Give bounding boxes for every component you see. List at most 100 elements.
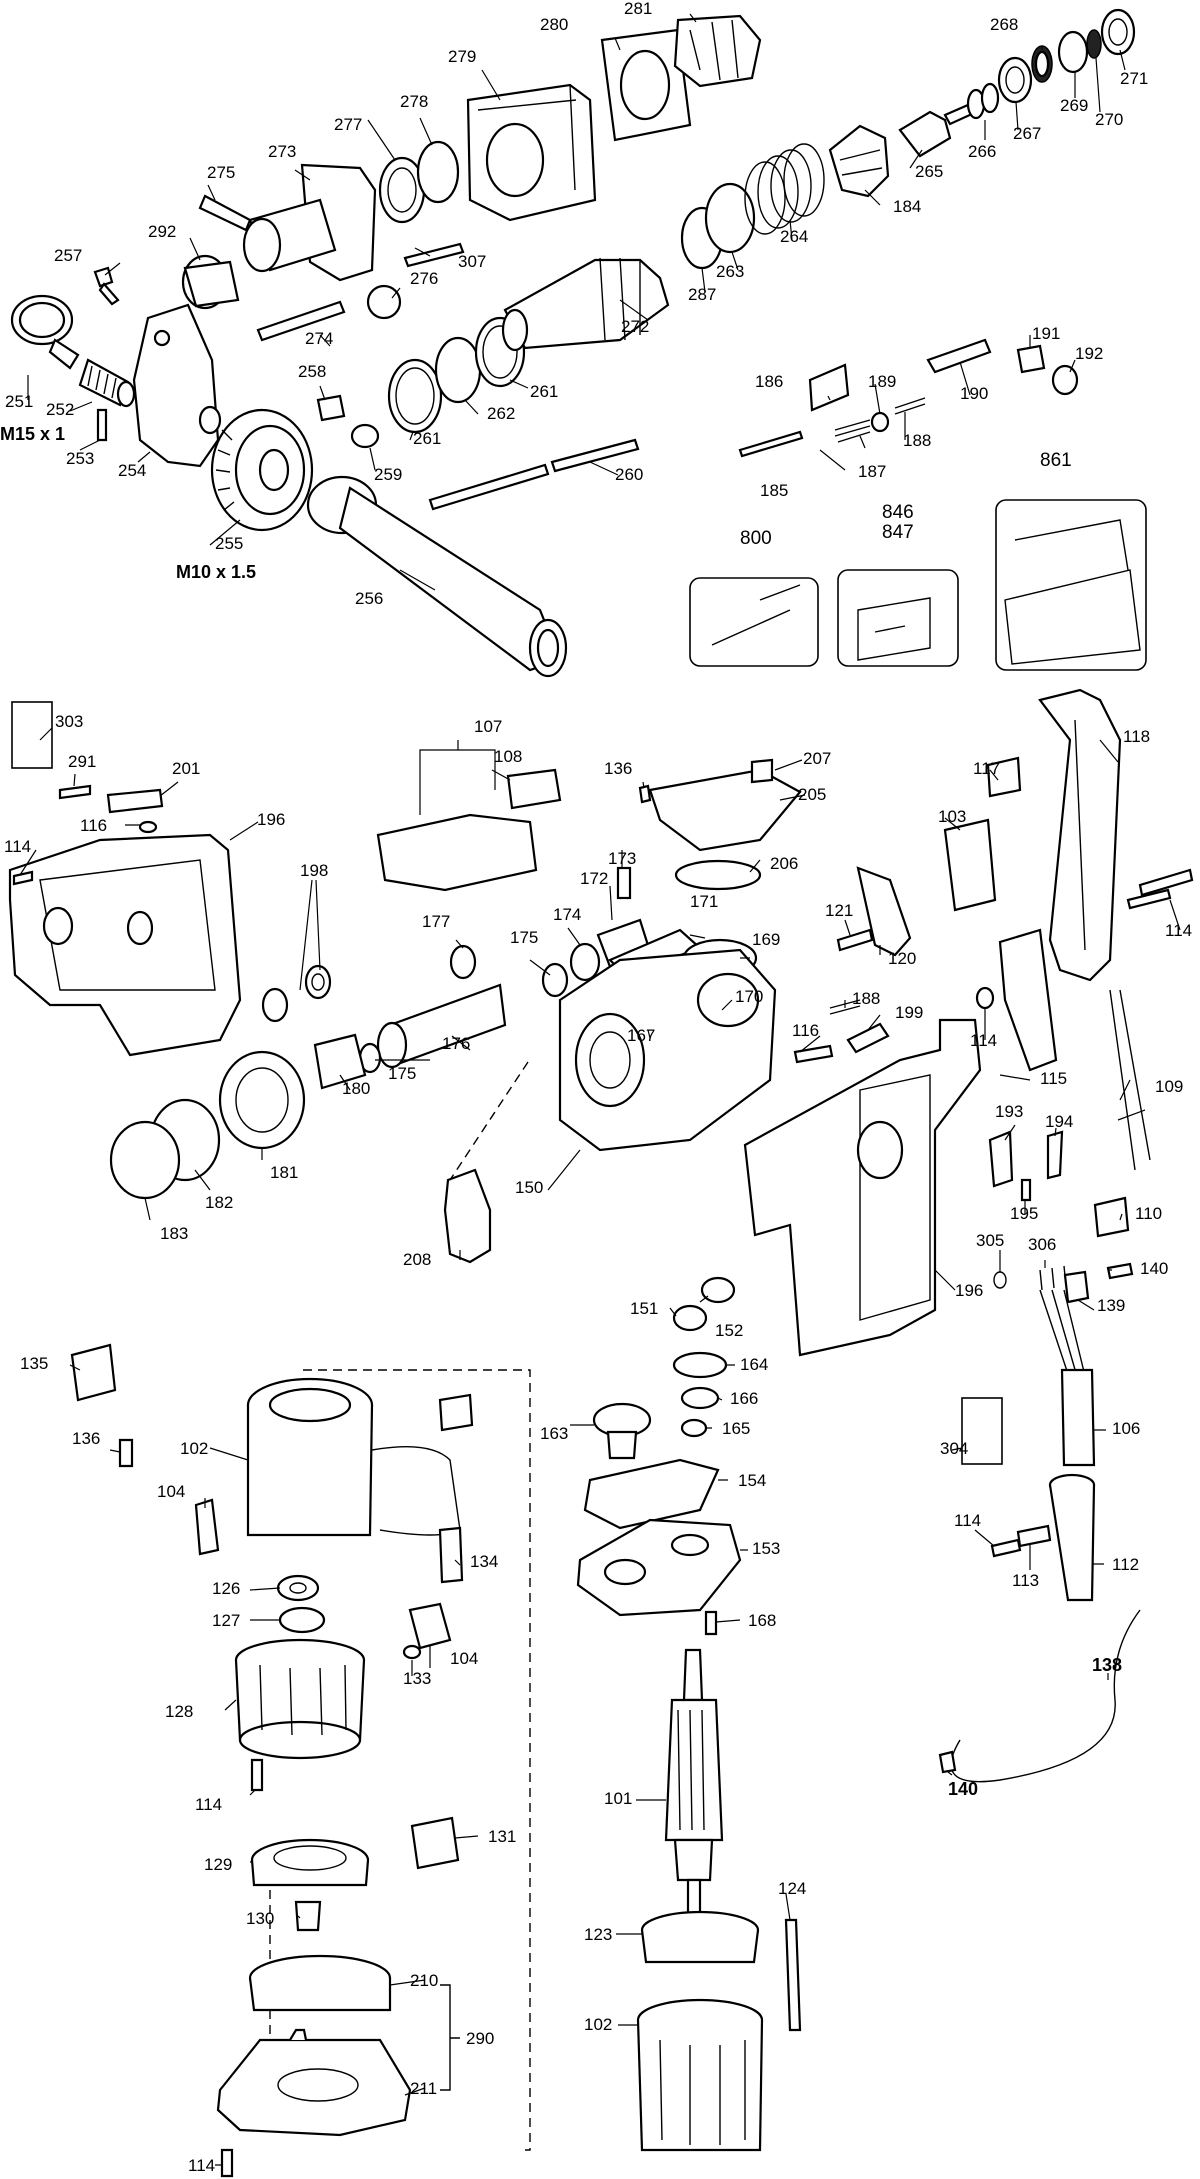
- callout-109: 109: [1155, 1077, 1184, 1096]
- callout-120: 120: [888, 949, 917, 968]
- callout-251: 251: [5, 392, 34, 411]
- callout-281: 281: [624, 0, 653, 18]
- callout-164: 164: [740, 1355, 769, 1374]
- part-138-ground-wire: [950, 1609, 1141, 1783]
- part-106-cord: [1060, 1368, 1096, 1467]
- callout-183: 183: [160, 1224, 189, 1243]
- part-291-screw: [58, 784, 92, 800]
- callout-107: 107: [474, 717, 503, 736]
- callout-307: 307: [458, 252, 487, 271]
- part-113-clamp: [1016, 1524, 1052, 1548]
- part-176-cylinder: [376, 983, 507, 1069]
- part-278-ring: [416, 140, 460, 204]
- callout-173: 173: [608, 849, 637, 868]
- part-180-piston: [313, 1033, 367, 1090]
- callout-102a: 102: [180, 1439, 209, 1458]
- callout-262: 262: [487, 404, 516, 423]
- part-114f-screw: [990, 1538, 1022, 1558]
- part-131-plate: [410, 1816, 460, 1870]
- part-168-screw: [704, 1610, 718, 1636]
- part-104a-brush: [194, 1498, 220, 1556]
- callout-271: 271: [1120, 69, 1149, 88]
- callout-152: 152: [715, 1321, 744, 1340]
- callout-106: 106: [1112, 1419, 1141, 1438]
- part-102b-field: [636, 1998, 764, 2152]
- part-133-spring: [402, 1644, 422, 1660]
- part-258-nut: [316, 394, 346, 422]
- part-199-lever: [846, 1022, 890, 1054]
- callout-172: 172: [580, 869, 609, 888]
- callout-130: 130: [246, 1909, 275, 1928]
- callout-177: 177: [422, 912, 451, 931]
- part-140a-screw: [1106, 1262, 1134, 1280]
- callout-275: 275: [207, 163, 236, 182]
- callout-181: 181: [270, 1163, 299, 1182]
- part-153-plate: [576, 1518, 742, 1617]
- part-307-pin: [403, 242, 465, 268]
- callout-139: 139: [1097, 1296, 1126, 1315]
- part-126-bearing: [276, 1574, 320, 1602]
- callout-114d: 114: [195, 1795, 223, 1814]
- callout-306: 306: [1028, 1235, 1057, 1254]
- part-251-clamp: [10, 294, 80, 370]
- part-136b-screw: [118, 1438, 134, 1468]
- callout-265: 265: [915, 162, 944, 181]
- callout-287: 287: [688, 285, 717, 304]
- callout-167: 167: [627, 1026, 656, 1045]
- callout-847: 847: [882, 522, 914, 543]
- part-255-collar: [210, 408, 314, 532]
- callout-102b: 102: [584, 2015, 613, 2034]
- callout-117: 117: [973, 759, 1001, 778]
- callout-261a: 261: [413, 429, 442, 448]
- part-280-gasket: [600, 28, 692, 142]
- callout-113: 113: [1012, 1571, 1040, 1590]
- callout-861: 861: [1040, 450, 1072, 471]
- callout-116b: 116: [792, 1021, 820, 1040]
- part-121-screw: [836, 928, 874, 952]
- callout-166: 166: [730, 1389, 759, 1408]
- callout-104b: 104: [450, 1649, 479, 1668]
- part-275-bolt: [198, 194, 252, 232]
- callout-278: 278: [400, 92, 429, 111]
- part-196a-housing: [8, 833, 242, 1057]
- callout-292: 292: [148, 222, 177, 241]
- callout-126: 126: [212, 1579, 241, 1598]
- part-267-ring: [997, 56, 1033, 104]
- callout-253: 253: [66, 449, 95, 468]
- part-110-clamp: [1093, 1196, 1130, 1238]
- part-151-152-bearings: [672, 1276, 736, 1332]
- callout-182: 182: [205, 1193, 234, 1212]
- callout-184: 184: [893, 197, 922, 216]
- part-273-front-housing: [242, 163, 377, 282]
- callout-273: 273: [268, 142, 297, 161]
- callout-263: 263: [716, 262, 745, 281]
- part-254-bracket: [132, 303, 220, 468]
- part-124-screw: [784, 1918, 802, 2032]
- callout-136a: 136: [604, 759, 633, 778]
- callout-134: 134: [470, 1552, 499, 1571]
- part-181-collar: [218, 1050, 306, 1150]
- callout-277: 277: [334, 115, 363, 134]
- callout-255: 255: [215, 534, 244, 553]
- callout-153: 153: [752, 1539, 781, 1558]
- callout-303: 303: [55, 712, 84, 731]
- callout-254: 254: [118, 461, 147, 480]
- callout-114a: 114: [4, 837, 32, 856]
- part-191-knob: [1016, 344, 1046, 374]
- callout-266: 266: [968, 142, 997, 161]
- part-114e-screw: [220, 2148, 234, 2178]
- callout-180: 180: [342, 1079, 371, 1098]
- callout-124: 124: [778, 1879, 807, 1898]
- part-196b-main-housing: [743, 1018, 982, 1357]
- part-208-gasket: [443, 1168, 492, 1264]
- callout-260: 260: [615, 465, 644, 484]
- part-305-terminal: [993, 1271, 1007, 1289]
- part-114d-screw: [250, 1758, 264, 1792]
- part-262-ring: [434, 336, 482, 404]
- callout-211: 211: [410, 2079, 438, 2098]
- callout-110: 110: [1135, 1204, 1163, 1223]
- callout-131: 131: [488, 1827, 517, 1846]
- callout-290: 290: [466, 2029, 495, 2048]
- part-207-tab: [750, 758, 774, 784]
